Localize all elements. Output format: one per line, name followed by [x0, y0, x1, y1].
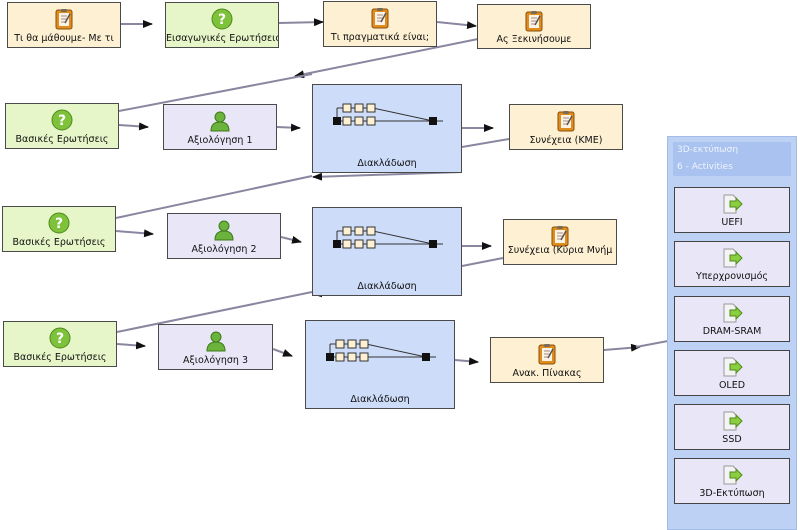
- branch-icon: [333, 103, 443, 126]
- panel-header: 3D-εκτύπωση 6 - Activities: [673, 142, 791, 176]
- clipboard-icon: [549, 225, 571, 247]
- assessment-3-node[interactable]: Αξιολόγηση 3: [158, 324, 273, 370]
- intro-what-node[interactable]: Τι θα μάθουμε- Με τι: [7, 2, 121, 48]
- activities-panel[interactable]: 3D-εκτύπωση 6 - Activities UEFI Υπερχρον…: [667, 136, 797, 530]
- node-label: Αξιολόγηση 3: [182, 355, 248, 366]
- lets-start-node[interactable]: Ας Ξεκινήσουμε: [477, 4, 591, 49]
- activity-uefi[interactable]: UEFI: [674, 187, 790, 233]
- activity-label: DRAM-SRAM: [702, 326, 762, 337]
- user-icon: [205, 330, 227, 352]
- basic-questions-2-node[interactable]: ? Βασικές Ερωτήσεις: [2, 206, 116, 252]
- node-label: Εισαγωγικές Ερωτήσεις: [166, 33, 278, 44]
- activity-overclocking[interactable]: Υπερχρονισμός: [674, 241, 790, 287]
- arrow-page-icon: [721, 464, 743, 486]
- connector: [276, 123, 301, 132]
- clipboard-icon: [555, 110, 577, 132]
- question-icon: ?: [48, 212, 70, 234]
- activity-label: Υπερχρονισμός: [696, 271, 768, 282]
- svg-text:?: ?: [56, 331, 64, 347]
- clipboard-icon: [536, 343, 558, 365]
- branch-icon: [326, 339, 436, 362]
- connector: [118, 73, 313, 112]
- connector: [461, 138, 510, 148]
- node-label: Διακλάδωση: [357, 158, 417, 169]
- assessment-2-node[interactable]: Αξιολόγηση 2: [167, 213, 281, 259]
- intro-questions-node[interactable]: ? Εισαγωγικές Ερωτήσεις: [165, 2, 279, 48]
- node-label: Ας Ξεκινήσουμε: [496, 34, 572, 45]
- svg-text:?: ?: [58, 113, 66, 129]
- node-label: Ανακ. Πίνακας: [512, 368, 582, 379]
- node-label: Βασικές Ερωτήσεις: [13, 352, 107, 363]
- what-they-are-node[interactable]: Τι πραγματικά είναι;: [323, 1, 437, 47]
- arrow-page-icon: [721, 410, 743, 432]
- arrow-page-icon: [721, 247, 743, 269]
- question-icon: ?: [211, 8, 233, 30]
- basic-questions-3-node[interactable]: ? Βασικές Ερωτήσεις: [3, 321, 117, 367]
- branch-3-node[interactable]: Διακλάδωση: [305, 320, 455, 409]
- question-icon: ?: [49, 327, 71, 349]
- basic-questions-1-node[interactable]: ? Βασικές Ερωτήσεις: [5, 103, 119, 149]
- node-label: Τι πραγματικά είναι;: [330, 32, 430, 43]
- continue-cpu-node[interactable]: Συνέχεια (ΚΜΕ): [509, 104, 623, 150]
- activity-label: UEFI: [721, 217, 743, 228]
- connector: [603, 343, 641, 352]
- node-label: Βασικές Ερωτήσεις: [15, 134, 109, 145]
- user-icon: [213, 219, 235, 241]
- node-label: Συνέχεια (ΚΜΕ): [529, 135, 603, 146]
- arrow-page-icon: [721, 302, 743, 324]
- arrow-page-icon: [721, 356, 743, 378]
- connector: [278, 18, 324, 27]
- question-icon: ?: [51, 109, 73, 131]
- svg-text:?: ?: [55, 216, 63, 232]
- clipboard-icon: [523, 10, 545, 32]
- node-label: Βασικές Ερωτήσεις: [12, 237, 106, 248]
- branch-1-node[interactable]: Διακλάδωση: [312, 84, 462, 173]
- node-label: Αξιολόγηση 2: [191, 244, 257, 255]
- continue-memory-node[interactable]: Συνέχεια (Κύρια Μνήμ: [503, 219, 617, 265]
- activity-label: SSD: [722, 434, 742, 445]
- connector: [454, 357, 479, 366]
- activity-label: 3D-Εκτύπωση: [699, 488, 765, 499]
- activity-oled[interactable]: OLED: [674, 350, 790, 396]
- user-icon: [209, 110, 231, 132]
- connector: [461, 257, 504, 267]
- activity-dram-sram[interactable]: DRAM-SRAM: [674, 296, 790, 342]
- connector: [635, 340, 669, 348]
- branch-2-node[interactable]: Διακλάδωση: [312, 207, 462, 296]
- connector: [436, 21, 477, 30]
- connector: [115, 229, 154, 238]
- connector: [116, 291, 313, 333]
- activity-3d-printing[interactable]: 3D-Εκτύπωση: [674, 458, 790, 504]
- node-label: Διακλάδωση: [357, 281, 417, 292]
- node-label: Τι θα μάθουμε- Με τι: [14, 33, 114, 44]
- activity-label: OLED: [718, 380, 746, 391]
- clipboard-icon: [53, 8, 75, 30]
- node-label: Διακλάδωση: [350, 394, 410, 405]
- arrow-page-icon: [721, 193, 743, 215]
- panel-subtitle: 6 - Activities: [677, 162, 733, 172]
- recap-table-node[interactable]: Ανακ. Πίνακας: [490, 337, 604, 383]
- connector: [118, 122, 149, 131]
- node-label: Αξιολόγηση 1: [187, 135, 253, 146]
- panel-title: 3D-εκτύπωση: [677, 145, 739, 155]
- branch-icon: [333, 226, 443, 249]
- activity-ssd[interactable]: SSD: [674, 404, 790, 450]
- node-label: Συνέχεια (Κύρια Μνήμ: [507, 245, 613, 256]
- svg-text:?: ?: [218, 12, 226, 28]
- connector: [115, 175, 313, 219]
- clipboard-icon: [369, 7, 391, 29]
- connector: [272, 348, 293, 357]
- connector: [280, 235, 302, 244]
- assessment-1-node[interactable]: Αξιολόγηση 1: [163, 104, 277, 150]
- connector: [116, 341, 146, 350]
- connector: [294, 38, 479, 79]
